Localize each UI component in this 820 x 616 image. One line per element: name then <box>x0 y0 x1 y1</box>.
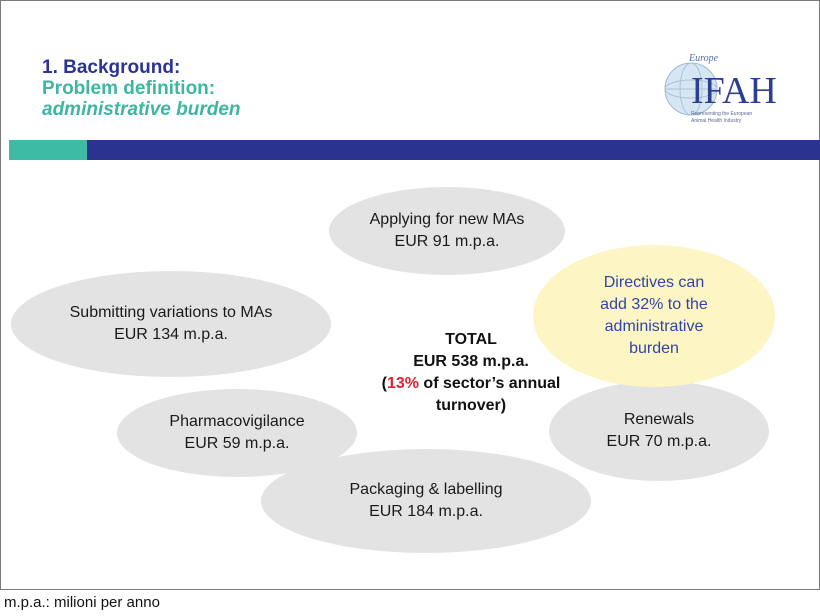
total-label: TOTAL <box>445 331 497 348</box>
node-value: EUR 59 m.p.a. <box>184 435 290 452</box>
node-value: EUR 134 m.p.a. <box>114 326 228 343</box>
header-bar-navy <box>87 140 820 160</box>
node-submitting-variations: Submitting variations to MAs EUR 134 m.p… <box>11 271 331 377</box>
logo-small-text: Europe <box>688 53 719 64</box>
footer-note: m.p.a.: milioni per anno <box>0 589 820 616</box>
logo-tagline-2: Animal Health Industry <box>691 118 742 124</box>
logo-tagline-1: Representing the European <box>691 111 752 117</box>
node-label: Applying for new MAs <box>369 211 525 228</box>
total-share: (13% of sector’s annual <box>371 373 571 395</box>
node-applying-new-mas: Applying for new MAs EUR 91 m.p.a. <box>329 187 565 275</box>
node-value: EUR 70 m.p.a. <box>606 433 712 450</box>
callout-line-1: Directives can <box>603 274 705 291</box>
title-line-2: Problem definition: <box>42 78 216 99</box>
node-renewals: Renewals EUR 70 m.p.a. <box>549 381 769 481</box>
total-summary: TOTAL EUR 538 m.p.a. (13% of sector’s an… <box>371 329 571 417</box>
callout-line-2: add 32% to the <box>600 296 708 313</box>
title-line-3: administrative burden <box>42 99 241 120</box>
logo-main-text: IFAH <box>691 70 777 112</box>
ifah-logo: Europe IFAH Representing the European An… <box>661 45 783 129</box>
callout-line-4: burden <box>629 340 679 357</box>
total-share-end: turnover) <box>435 397 507 414</box>
total-value: EUR 538 m.p.a. <box>413 353 529 370</box>
total-percent: 13% <box>386 375 419 392</box>
node-label: Submitting variations to MAs <box>69 304 273 321</box>
node-label: Pharmacovigilance <box>169 413 305 430</box>
ifah-logo-graphic: Europe IFAH Representing the European An… <box>661 45 783 129</box>
node-directives-callout: Directives can add 32% to the administra… <box>533 245 775 387</box>
node-value: EUR 91 m.p.a. <box>394 233 500 250</box>
node-value: EUR 184 m.p.a. <box>369 503 483 520</box>
slide-title: 1. Background: Problem definition: admin… <box>42 57 241 120</box>
node-label: Packaging & labelling <box>349 481 503 498</box>
header-bar-teal <box>9 140 87 160</box>
node-label: Renewals <box>623 411 695 428</box>
slide: 1. Background: Problem definition: admin… <box>0 0 820 590</box>
title-line-1: 1. Background: <box>42 57 181 78</box>
total-share-text: of sector’s annual <box>418 375 561 392</box>
callout-line-3: administrative <box>604 318 704 335</box>
node-packaging-labelling: Packaging & labelling EUR 184 m.p.a. <box>261 449 591 553</box>
total-open-paren: ( <box>381 375 387 392</box>
